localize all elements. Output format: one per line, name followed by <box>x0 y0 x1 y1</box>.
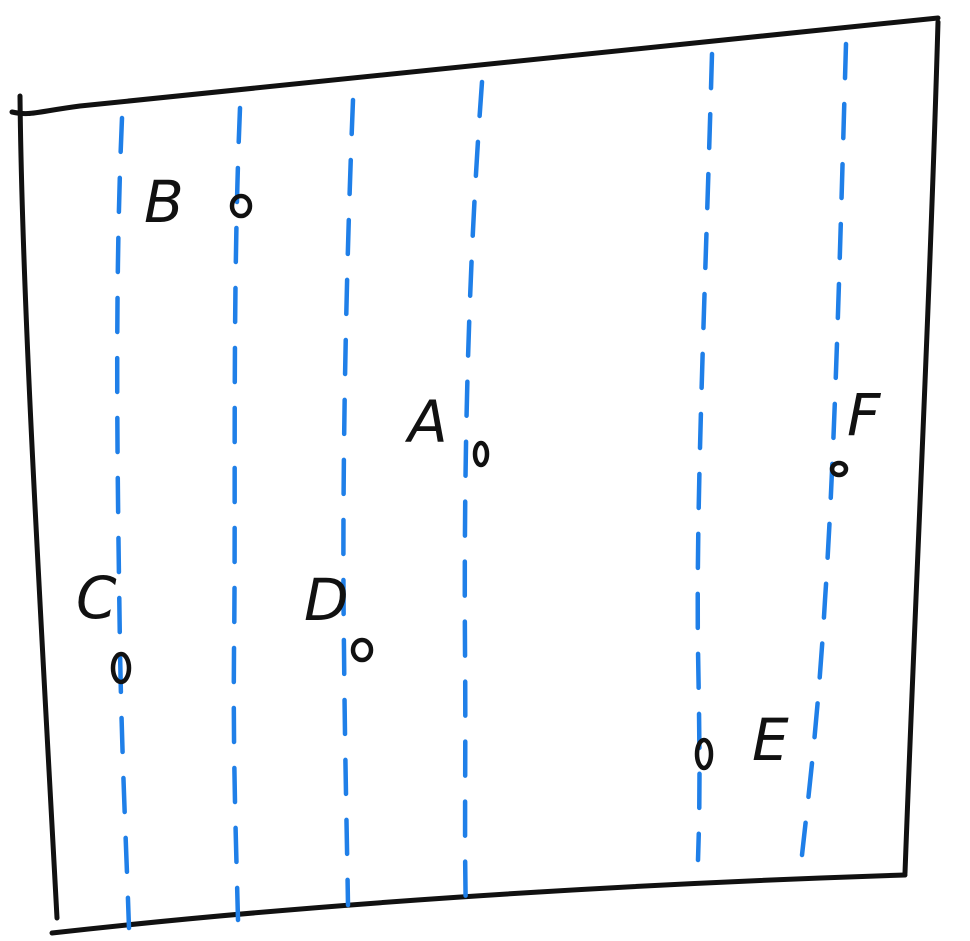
frame-bottom-edge <box>49 872 908 936</box>
point-marker-a <box>472 440 490 468</box>
point-marker-e <box>694 737 714 771</box>
frame <box>9 15 941 936</box>
guide-lines <box>114 41 849 931</box>
points: B A F C D E <box>76 168 882 774</box>
point-label-a: A <box>404 388 448 456</box>
guide-line-6 <box>799 41 849 858</box>
guide-line-4 <box>462 79 485 918</box>
point-label-d: D <box>304 566 349 634</box>
point-b: B <box>144 168 253 236</box>
point-label-e: E <box>752 706 789 774</box>
point-marker-c <box>110 651 132 685</box>
point-label-f: F <box>847 381 882 449</box>
point-label-b: B <box>144 168 184 236</box>
guide-line-5 <box>695 51 715 863</box>
guide-line-3 <box>341 97 356 908</box>
point-c: C <box>76 564 132 685</box>
frame-right-edge <box>902 19 941 876</box>
point-label-c: C <box>76 564 117 632</box>
point-marker-f <box>829 460 849 478</box>
point-d: D <box>304 566 374 663</box>
point-f: F <box>829 381 882 478</box>
point-a: A <box>404 388 490 468</box>
point-e: E <box>694 706 789 774</box>
point-marker-b <box>229 193 253 219</box>
guide-line-1 <box>114 115 132 931</box>
guide-line-2 <box>231 105 243 923</box>
frame-top-edge <box>9 15 941 117</box>
frame-left-edge <box>17 93 60 921</box>
point-marker-d <box>350 637 374 663</box>
